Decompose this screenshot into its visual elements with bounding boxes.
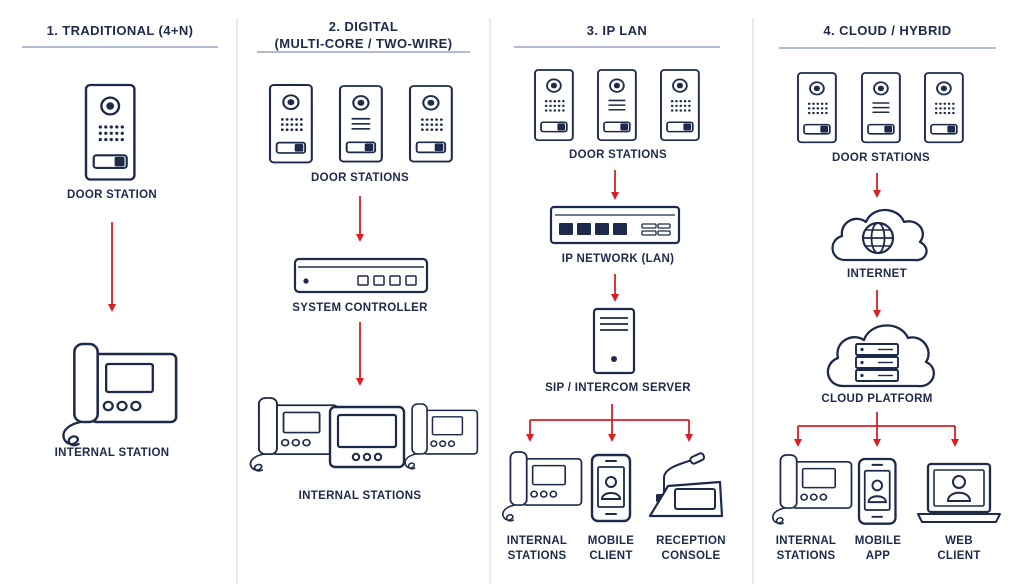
col1-door-station-label: DOOR STATION (66, 189, 158, 201)
col2-door-stations-icons (268, 83, 453, 164)
col4-web-client-label-line1: WEB (945, 535, 973, 547)
col3-ip-network-label: IP NETWORK (LAN) (561, 253, 675, 265)
col3-server-label: SIP / INTERCOM SERVER (545, 382, 691, 394)
col4-internal-stations-label-line1: INTERNAL (775, 535, 837, 547)
col1-internal-station-icon (62, 342, 178, 447)
col4-title: 4. CLOUD / HYBRID (823, 23, 952, 38)
col3-internal-stations-label-line1: INTERNAL (506, 535, 568, 547)
col2-door-stations-label: DOOR STATIONS (310, 172, 410, 184)
col4-internet-cloud-icon (831, 208, 928, 262)
col2-internal-stations-icons (249, 397, 479, 472)
col4-internal-stations-label-line2: STATIONS (776, 550, 836, 562)
col3-mobile-client-icon (590, 453, 632, 523)
col3-server-icon (592, 307, 636, 375)
col1-title: 1. TRADITIONAL (4+N) (46, 23, 194, 38)
col4-web-client-icon (917, 462, 1001, 523)
col2-title-line1: 2. DIGITAL (328, 19, 399, 34)
col3-door-stations-label: DOOR STATIONS (568, 149, 668, 161)
col4-branch-arrows (794, 412, 959, 447)
col3-reception-console-label-line1: RECEPTION (656, 535, 726, 547)
col3-reception-console-icon (648, 452, 724, 518)
col1-internal-station-label: INTERNAL STATION (54, 447, 170, 459)
col4-cloud-platform-label: CLOUD PLATFORM (821, 393, 933, 405)
col3-reception-console-label-line2: CONSOLE (661, 550, 721, 562)
col4-door-stations-icons (797, 72, 964, 144)
col2-system-controller-icon (293, 257, 429, 294)
col4-web-client-label-line2: CLIENT (937, 550, 981, 562)
col3-door-stations-icons (534, 69, 700, 142)
col2-internal-stations-label: INTERNAL STATIONS (298, 490, 422, 502)
col3-internal-stations-icon (501, 451, 583, 522)
col4-mobile-app-label-line1: MOBILE (854, 535, 902, 547)
col4-internal-stations-icon (771, 454, 853, 525)
col4-cloud-platform-icon (826, 324, 935, 388)
col1-door-station-icon (84, 83, 136, 181)
col3-network-switch-icon (549, 205, 681, 245)
column-dividers (236, 18, 754, 584)
col3-title: 3. IP LAN (586, 23, 648, 38)
col4-door-stations-label: DOOR STATIONS (831, 152, 931, 164)
col3-branch-arrows (526, 404, 693, 442)
col4-mobile-app-label-line2: APP (865, 550, 891, 562)
title-underlines (22, 46, 996, 53)
col4-internet-label: INTERNET (847, 268, 907, 280)
col4-mobile-app-icon (857, 457, 897, 525)
col2-title-line2: (MULTI-CORE / TWO-WIRE) (274, 36, 453, 51)
col3-internal-stations-label-line2: STATIONS (507, 550, 567, 562)
col3-mobile-client-label-line2: CLIENT (589, 550, 633, 562)
col3-mobile-client-label-line1: MOBILE (587, 535, 635, 547)
col2-system-controller-label: SYSTEM CONTROLLER (292, 302, 428, 314)
